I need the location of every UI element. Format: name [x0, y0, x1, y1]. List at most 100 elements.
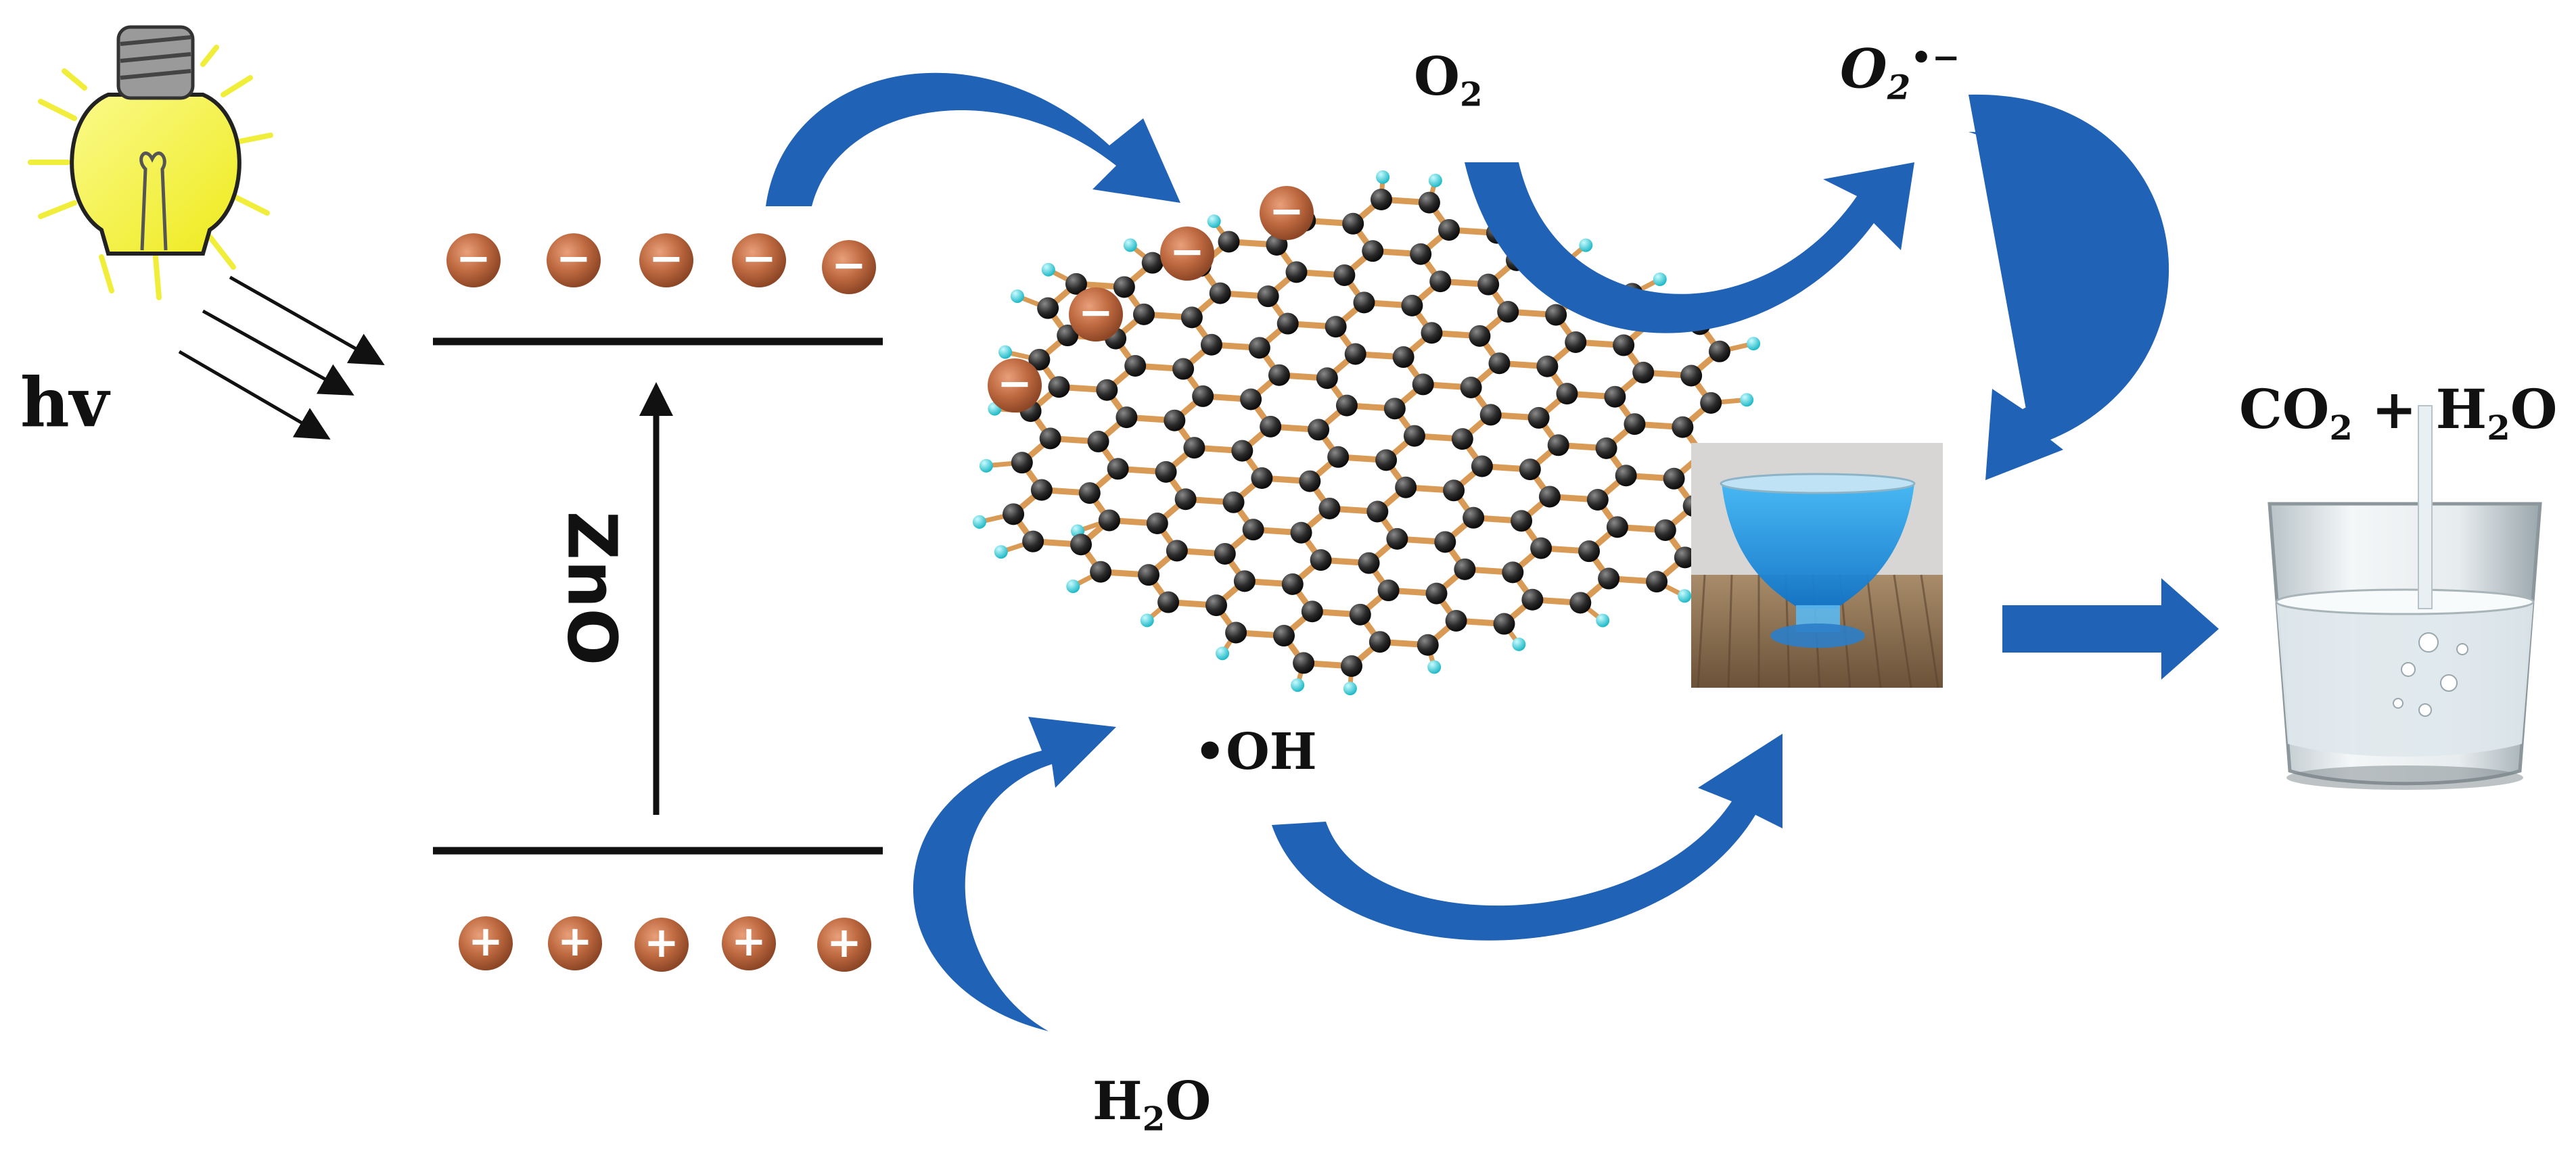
- carbon-atom: [1700, 392, 1722, 414]
- carbon-atom: [1451, 428, 1473, 450]
- hydrogen-atom: [979, 458, 993, 473]
- carbon-atom: [1392, 346, 1414, 369]
- carbon-atom: [1488, 352, 1511, 375]
- carbon-atom: [1375, 449, 1398, 471]
- electron: −: [822, 240, 876, 294]
- carbon-atom: [1417, 634, 1439, 656]
- electron: −: [1069, 287, 1123, 341]
- arrow-o2-to-superoxide: [1465, 162, 1914, 333]
- carbon-atom: [1318, 497, 1341, 519]
- carbon-atom: [1057, 325, 1079, 347]
- hydrogen-atom: [1596, 613, 1610, 628]
- carbon-atom: [1180, 306, 1203, 329]
- carbon-atom: [1353, 291, 1375, 314]
- carbon-atom: [1157, 591, 1180, 613]
- carbon-atom: [1174, 488, 1197, 511]
- carbon-atom: [1412, 373, 1434, 396]
- light-rays: [178, 275, 385, 440]
- hydrogen-atom: [1066, 579, 1080, 593]
- hydrogen-atom: [972, 515, 986, 529]
- carbon-atom: [1443, 479, 1465, 502]
- carbon-atom: [1164, 409, 1186, 431]
- carbon-atom: [1257, 285, 1279, 308]
- carbon-atom: [1218, 231, 1240, 253]
- blue-arrows: [766, 72, 2219, 1095]
- clean-water-glass-icon: [2236, 405, 2564, 791]
- carbon-atom: [1166, 540, 1188, 562]
- carbon-atom: [1231, 440, 1254, 462]
- carbon-atom: [1663, 467, 1685, 490]
- carbon-atom: [1366, 500, 1389, 523]
- carbon-atom: [1090, 561, 1112, 583]
- carbon-atom: [1497, 301, 1519, 323]
- hydrogen-atom: [1041, 262, 1055, 277]
- carbon-atom: [1565, 331, 1587, 353]
- hydrogen-atom: [1427, 660, 1442, 674]
- arrow-superoxide-to-dye: [1969, 94, 2169, 481]
- carbon-atom: [1368, 631, 1391, 653]
- light-bulb-icon: [28, 25, 273, 300]
- hydrogen-atom: [1291, 678, 1305, 692]
- carbon-atom: [1028, 348, 1051, 371]
- carbon-atom: [1222, 491, 1245, 513]
- carbon-atom: [1632, 361, 1655, 383]
- carbon-atom: [1172, 358, 1195, 380]
- svg-text:−: −: [1269, 186, 1304, 235]
- products-label: CO2 + H2O: [2239, 377, 2558, 448]
- arrow-h2o-to-oh: [913, 717, 1116, 1095]
- carbon-atom: [1214, 542, 1236, 565]
- carbon-atom: [1371, 189, 1393, 211]
- arrow-dye-to-clean: [2002, 578, 2219, 680]
- carbon-atom: [1624, 413, 1646, 435]
- carbon-atom: [1536, 355, 1559, 377]
- carbon-atom: [1502, 561, 1524, 584]
- hole: +: [459, 916, 513, 970]
- hydrogen-atom: [1678, 589, 1692, 603]
- carbon-atom: [1421, 322, 1443, 344]
- dye-solution-glass-icon: [1691, 443, 1943, 688]
- svg-text:−: −: [831, 240, 867, 289]
- carbon-atom: [1070, 534, 1092, 556]
- svg-text:+: +: [731, 916, 766, 966]
- hydrogen-atom: [1140, 613, 1154, 628]
- carbon-atom: [1325, 316, 1347, 338]
- carbon-atom: [1598, 567, 1620, 590]
- carbon-atom: [1310, 549, 1332, 571]
- carbon-atom: [1708, 340, 1730, 362]
- carbon-atom: [1240, 388, 1262, 410]
- carbon-atom: [1132, 303, 1155, 325]
- electron: −: [1260, 186, 1314, 240]
- carbon-atom: [1037, 297, 1059, 319]
- carbon-atom: [1595, 437, 1617, 459]
- electron: −: [639, 233, 693, 287]
- carbon-atom: [1613, 334, 1635, 356]
- hole: +: [722, 916, 776, 970]
- carbon-atom: [1107, 458, 1129, 480]
- carbon-atom: [1410, 243, 1432, 265]
- carbon-atom: [1003, 503, 1025, 525]
- carbon-atom: [1434, 531, 1456, 553]
- carbon-atom: [1146, 513, 1168, 535]
- carbon-atom: [1141, 252, 1164, 274]
- carbon-atom: [1586, 489, 1609, 511]
- carbon-atom: [1578, 540, 1601, 563]
- carbon-atom: [1680, 364, 1703, 387]
- electron: −: [1160, 227, 1214, 281]
- carbon-atom: [1290, 521, 1312, 544]
- svg-text:−: −: [1078, 287, 1113, 337]
- svg-text:−: −: [649, 233, 684, 283]
- carbon-atom: [1401, 294, 1423, 316]
- hydrogen-atom: [1740, 393, 1754, 407]
- carbon-atom: [1308, 419, 1330, 441]
- carbon-atom: [1281, 573, 1304, 595]
- carbon-atom: [1205, 594, 1228, 617]
- carbon-atom: [1340, 655, 1362, 677]
- carbon-atom: [1022, 530, 1044, 552]
- carbon-atom: [1342, 212, 1364, 235]
- carbon-atom: [1556, 383, 1578, 405]
- carbon-atom: [1011, 452, 1033, 474]
- carbon-atom: [1511, 510, 1533, 532]
- carbon-atom: [1606, 516, 1628, 538]
